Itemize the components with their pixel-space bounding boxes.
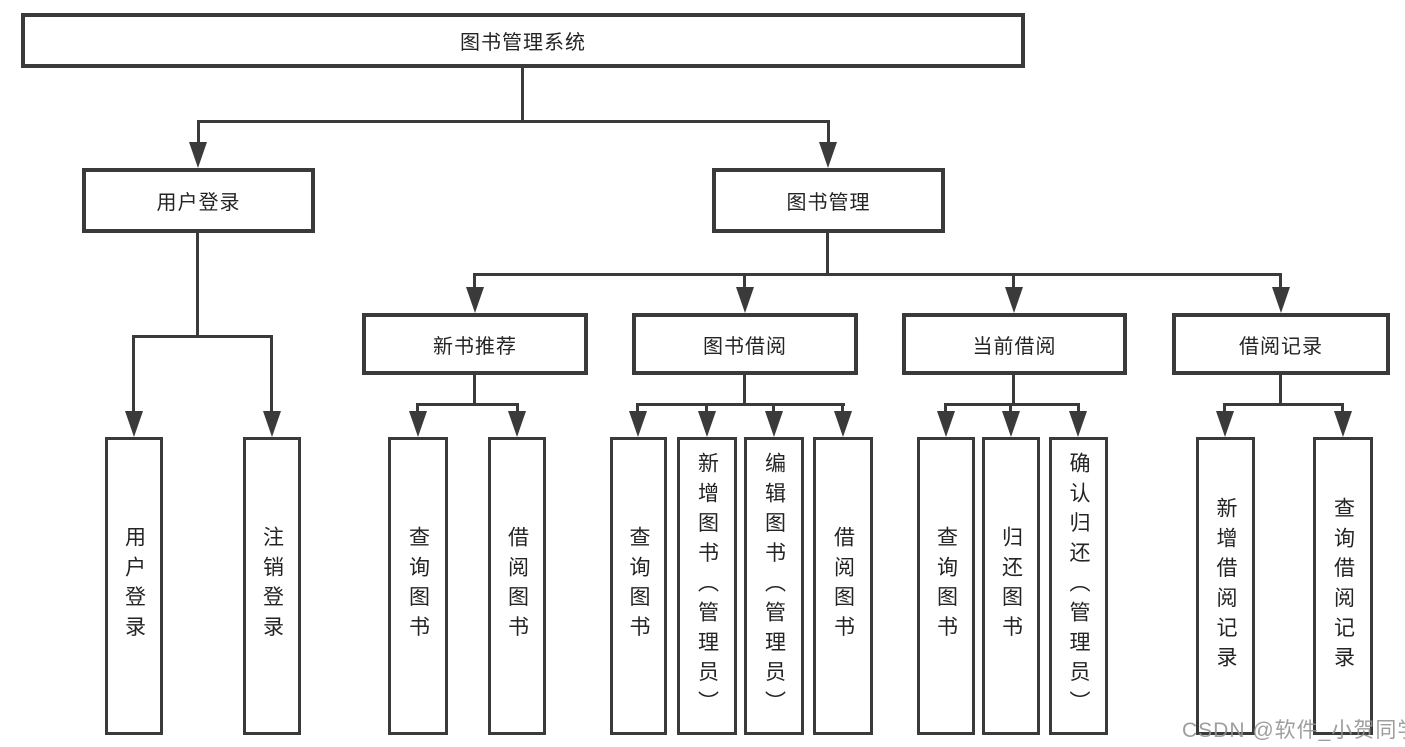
arrowhead-icon [409, 411, 427, 437]
arrowhead-icon [466, 287, 484, 313]
connector-line [473, 273, 1282, 276]
connector-line [1279, 375, 1282, 406]
leaf-query-borrow-record: 查询借阅记录 [1313, 437, 1373, 735]
leaf-query-books-borrowing: 查询图书 [610, 437, 667, 735]
leaf-user-login: 用户登录 [105, 437, 163, 735]
leaf-borrow-books-borrowing: 借阅图书 [813, 437, 873, 735]
connector-line [1223, 403, 1226, 416]
arrowhead-icon [189, 142, 207, 168]
leaf-add-books-admin: 新增图书（管理员） [677, 437, 737, 735]
connector-line [772, 403, 775, 416]
node-new-book-recommendation: 新书推荐 [362, 313, 588, 375]
node-label: 用户登录 [122, 526, 146, 646]
connector-line [132, 335, 273, 338]
leaf-confirm-return-admin: 确认归还（管理员） [1049, 437, 1108, 735]
connector-line [416, 403, 419, 416]
connector-line [197, 120, 830, 123]
connector-line [270, 335, 273, 415]
connector-line [1341, 403, 1344, 416]
connector-line [705, 403, 708, 416]
node-label: 新增图书（管理员） [695, 451, 719, 721]
connector-line [516, 403, 519, 416]
node-label: 图书管理 [786, 192, 871, 214]
connector-line [1077, 403, 1080, 416]
node-label: 借阅记录 [1239, 335, 1323, 358]
arrowhead-icon [1272, 287, 1290, 313]
node-label: 归还图书 [999, 526, 1023, 646]
arrowhead-icon [698, 411, 716, 437]
node-borrowing-records: 借阅记录 [1172, 313, 1390, 375]
node-label: 图书管理系统 [460, 32, 586, 54]
node-label: 查询借阅记录 [1331, 496, 1355, 676]
connector-line [197, 120, 200, 150]
connector-line [841, 403, 844, 416]
node-label: 用户登录 [156, 192, 241, 214]
arrowhead-icon [1334, 411, 1352, 437]
arrowhead-icon [629, 411, 647, 437]
node-label: 查询图书 [406, 526, 430, 646]
connector-line [743, 273, 746, 295]
leaf-borrow-books-recommend: 借阅图书 [488, 437, 546, 735]
node-label: 当前借阅 [972, 335, 1057, 358]
node-label: 新增借阅记录 [1214, 496, 1237, 676]
node-book-borrowing: 图书借阅 [632, 313, 858, 375]
arrowhead-icon [1069, 411, 1087, 437]
connector-line [944, 403, 947, 416]
node-current-borrowing: 当前借阅 [902, 313, 1127, 375]
connector-line [636, 403, 639, 416]
connector-line [196, 233, 199, 338]
node-label: 查询图书 [627, 526, 650, 646]
arrowhead-icon [263, 411, 281, 437]
leaf-query-books-recommend: 查询图书 [388, 437, 448, 735]
node-label: 借阅图书 [505, 526, 529, 646]
connector-line [473, 375, 476, 406]
node-book-management: 图书管理 [712, 168, 945, 233]
connector-line [473, 273, 476, 295]
watermark: CSDN @软件_小贺同学 [1182, 719, 1405, 742]
connector-line [1009, 403, 1012, 416]
node-label: 图书借阅 [703, 335, 787, 358]
connector-line [1012, 273, 1015, 295]
arrowhead-icon [1005, 287, 1023, 313]
node-label: 新书推荐 [433, 335, 517, 358]
node-label: 确认归还（管理员） [1067, 451, 1090, 721]
connector-line [132, 335, 135, 415]
connector-line [826, 233, 829, 276]
connector-line [1012, 375, 1015, 406]
connector-line [743, 375, 746, 406]
connector-line [1223, 403, 1344, 406]
leaf-add-borrow-record: 新增借阅记录 [1196, 437, 1255, 735]
arrowhead-icon [1216, 411, 1234, 437]
leaf-query-books-current: 查询图书 [917, 437, 975, 735]
arrowhead-icon [1002, 411, 1020, 437]
node-label: 查询图书 [934, 526, 958, 646]
connector-line [944, 403, 1080, 406]
connector-line [827, 120, 830, 150]
leaf-return-books: 归还图书 [982, 437, 1040, 735]
node-label: 编辑图书（管理员） [762, 451, 786, 721]
arrowhead-icon [937, 411, 955, 437]
node-label: 借阅图书 [831, 526, 855, 646]
arrowhead-icon [736, 287, 754, 313]
node-user-login: 用户登录 [82, 168, 315, 233]
leaf-edit-books-admin: 编辑图书（管理员） [744, 437, 804, 735]
arrowhead-icon [125, 411, 143, 437]
arrowhead-icon [765, 411, 783, 437]
connector-line [416, 403, 519, 406]
node-library-management-system: 图书管理系统 [21, 13, 1025, 68]
arrowhead-icon [508, 411, 526, 437]
connector-line [1279, 273, 1282, 295]
arrowhead-icon [834, 411, 852, 437]
connector-line [636, 403, 845, 406]
connector-line [521, 66, 524, 123]
node-label: 注销登录 [260, 526, 284, 646]
arrowhead-icon [819, 142, 837, 168]
leaf-logout: 注销登录 [243, 437, 301, 735]
